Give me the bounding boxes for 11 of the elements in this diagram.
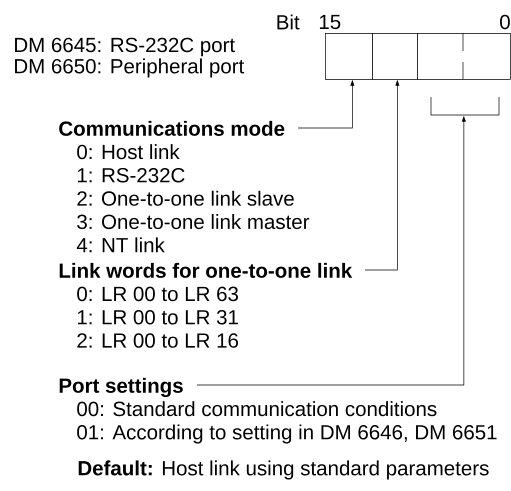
register-cell [372,33,418,80]
register-cell [417,33,511,80]
bit-label: Bit [277,14,300,30]
register-cell [325,33,373,80]
register-label: DM 6645: RS-232C port [15,38,235,56]
register-label: DM 6650: Peripheral port [15,58,244,78]
setting-list: Port settings 00: Standard communication conditions 01: According to setting in DM 6646, DM 6651 [60,378,497,444]
default-note: Default: Host link using standard parameters [78,460,489,480]
setting-list: Link words for one-to-one link 0: LR 00 to LR 63 1: LR 00 to LR 31 2: LR 00 to LR 16 [60,262,352,348]
setting-list: Communications mode 0: Host link 1: RS-232C 2: One-to-one link slave 3: One-to-one link master 4: NT link [59,120,310,252]
bit-number: 15 [320,14,340,30]
